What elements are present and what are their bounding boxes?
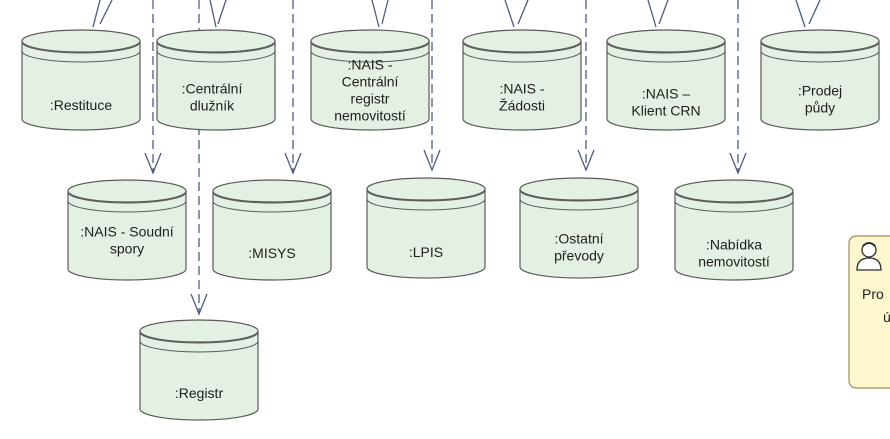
- dependency-arrow: [144, 0, 162, 175]
- edges: [92, 0, 821, 316]
- database-label: :MISYS: [248, 245, 295, 261]
- database-label: :Registr: [175, 385, 224, 401]
- actor-box[interactable]: Proú: [848, 235, 890, 389]
- database-restituce[interactable]: :Restituce: [21, 29, 141, 131]
- dependency-arrow: [284, 0, 302, 175]
- database-label: :Restituce: [50, 97, 112, 113]
- database-registr[interactable]: :Registr: [139, 319, 259, 421]
- incoming-arrow: [504, 0, 529, 28]
- dependency-arrow: [423, 0, 441, 172]
- dependency-arrow: [190, 0, 208, 316]
- database-label: :NAIS –Klient CRN: [631, 86, 700, 119]
- actor-layer: Proú: [848, 235, 890, 389]
- user-icon: [856, 242, 882, 271]
- database-label: :LPIS: [409, 244, 443, 260]
- incoming-arrow: [371, 0, 389, 28]
- database-lpis[interactable]: :LPIS: [366, 177, 486, 279]
- database-misys[interactable]: :MISYS: [212, 179, 332, 281]
- database-nais-zadosti[interactable]: :NAIS -Žádosti: [462, 29, 582, 131]
- incoming-arrow: [209, 0, 227, 28]
- incoming-arrow: [795, 0, 821, 28]
- incoming-arrow: [647, 0, 669, 28]
- incoming-arrow: [92, 0, 113, 28]
- database-label: :NAIS -Žádosti: [499, 81, 545, 114]
- database-nais-klient-crn[interactable]: :NAIS –Klient CRN: [606, 29, 726, 131]
- actor-label: Proú: [862, 286, 890, 325]
- dependency-arrow: [577, 0, 595, 172]
- dependency-arrow: [729, 0, 747, 175]
